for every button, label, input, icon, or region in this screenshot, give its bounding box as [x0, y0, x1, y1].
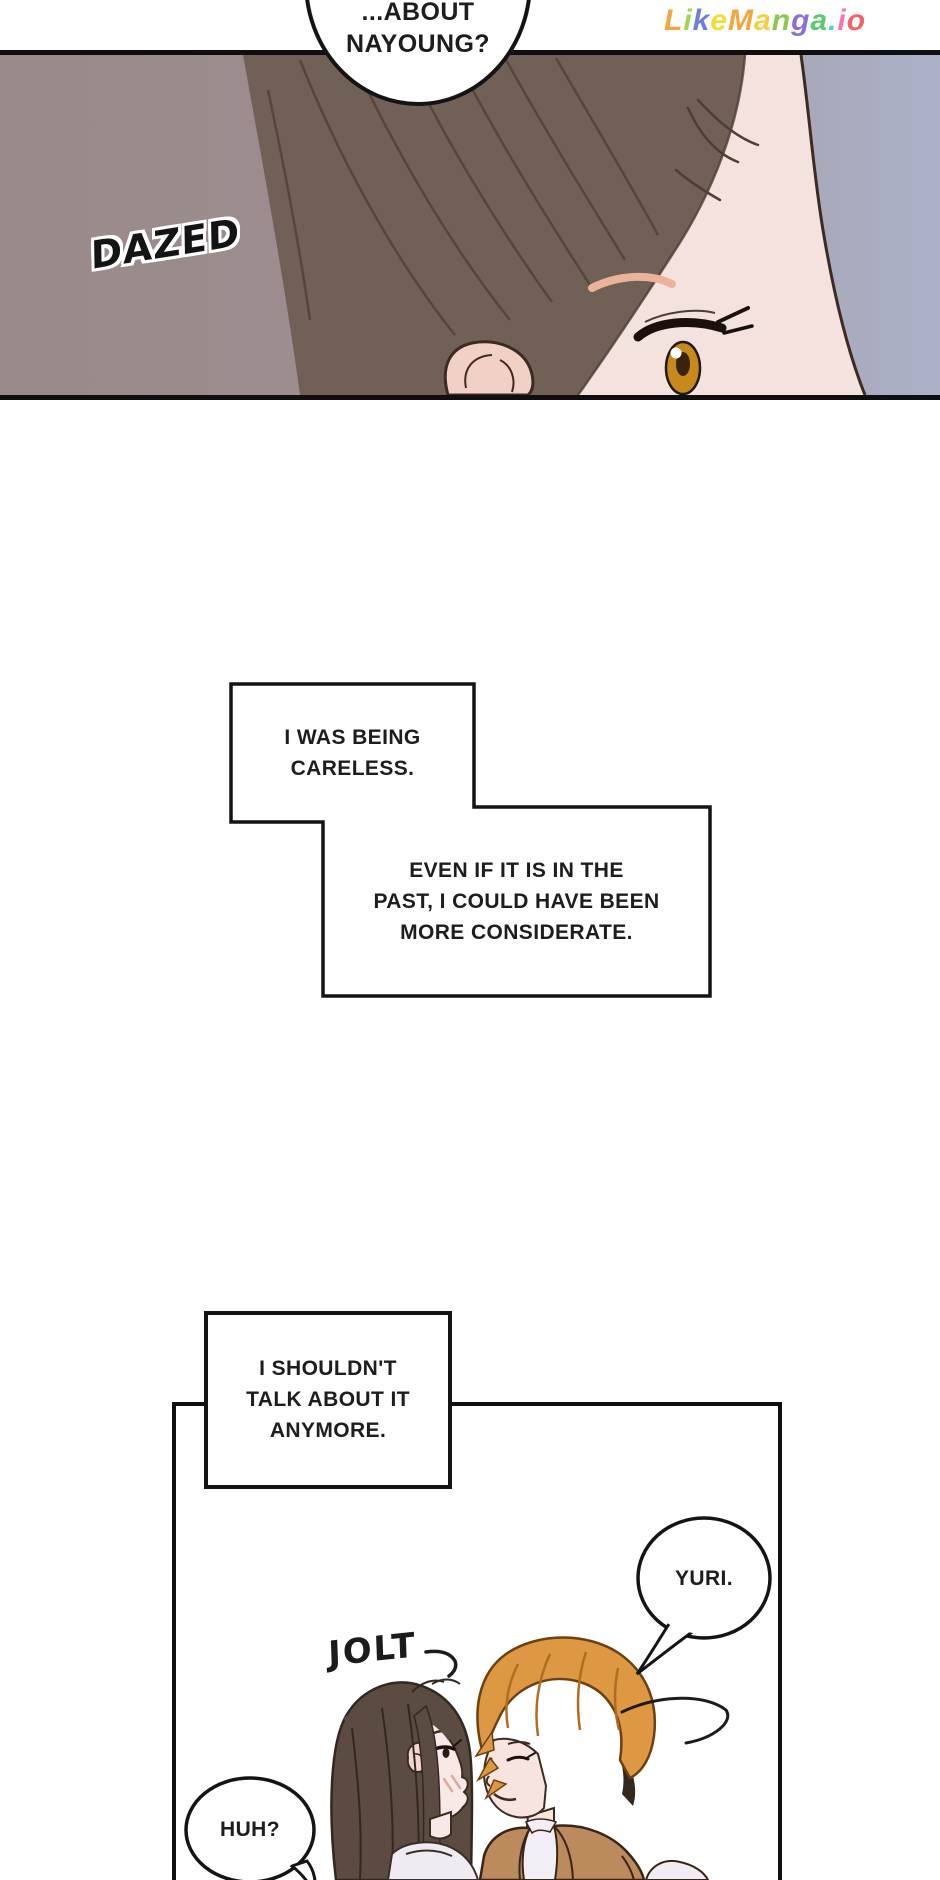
watermark-letter: M [728, 4, 755, 37]
watermark-letter: i [837, 4, 847, 37]
top-bubble-line1: ...ABOUT [361, 0, 475, 26]
woman-ear [443, 340, 535, 397]
girl-character [330, 1678, 480, 1880]
jolt-tail-stroke [424, 1649, 458, 1678]
box2-line3: MORE CONSIDERATE. [400, 921, 633, 944]
girl-blush [442, 1774, 462, 1793]
box2-line1: EVEN IF IT IS IN THE [409, 859, 624, 882]
woman-hair [243, 55, 745, 395]
box2-line2: PAST, I COULD HAVE BEEN [373, 890, 660, 913]
watermark-letter: L [664, 4, 684, 37]
yuri-bubble-text: YURI. [674, 1567, 733, 1590]
couple-scene [184, 1516, 772, 1880]
watermark-letter: o [846, 4, 867, 37]
box3-line1: I SHOULDN'T [259, 1357, 397, 1380]
flyaway-strands [674, 98, 760, 202]
profile-outline [799, 54, 867, 396]
girl-neck [429, 1810, 452, 1840]
boy-sleeve [644, 1860, 710, 1880]
narration-box2-text: EVEN IF IT IS IN THE PAST, I COULD HAVE … [323, 855, 710, 948]
huh-speech-bubble [184, 1776, 317, 1880]
watermark-letter: e [710, 4, 729, 37]
narration-box1-text: I WAS BEING CARELESS. [231, 722, 474, 784]
woman-eye [633, 306, 754, 396]
boy-hair-strands [505, 1651, 621, 1737]
watermark-letter: g [791, 4, 811, 37]
panel-bottom-border [0, 395, 940, 400]
top-bubble-text: ...ABOUT NAYOUNG? [300, 0, 536, 60]
woman-face-skin [578, 55, 865, 395]
boy-eye [506, 1741, 536, 1762]
watermark-letter: a [810, 4, 829, 37]
boy-shirt-front [521, 1824, 559, 1880]
huh-bubble-text: HUH? [220, 1818, 280, 1841]
narration-boxes [229, 682, 712, 998]
top-speech-bubble [305, 0, 531, 106]
boy-vest-seams [518, 1825, 635, 1880]
watermark-letter: n [771, 4, 792, 37]
yuri-speech-bubble [635, 1516, 772, 1676]
box1-line2: CARELESS. [290, 757, 415, 780]
eyelid-crease [644, 309, 716, 323]
narration-box3 [204, 1311, 452, 1489]
watermark-letter: i [683, 4, 693, 37]
motion-swoosh [620, 1696, 730, 1745]
boy-hair-bangs [474, 1729, 508, 1801]
box3-line3: ANYMORE. [269, 1419, 387, 1442]
boy-collar [524, 1818, 558, 1835]
boy-character [474, 1636, 710, 1880]
box3-line2: TALK ABOUT IT [246, 1388, 410, 1411]
eyebrow [588, 272, 676, 292]
panel-woman-profile [0, 50, 940, 400]
box1-line1: I WAS BEING [284, 726, 421, 749]
boy-vest [478, 1824, 646, 1880]
top-bubble-line2: NAYOUNG? [346, 30, 490, 58]
watermark-letter: k [692, 4, 711, 37]
watermark-letter: a [754, 4, 772, 37]
site-watermark: LikeManga.io [664, 4, 866, 38]
narration-box3-text: I SHOULDN'T TALK ABOUT IT ANYMORE. [204, 1353, 452, 1446]
boy-hair [476, 1636, 657, 1780]
watermark-letter: . [828, 4, 838, 37]
girl-hair-front [344, 1697, 461, 1740]
